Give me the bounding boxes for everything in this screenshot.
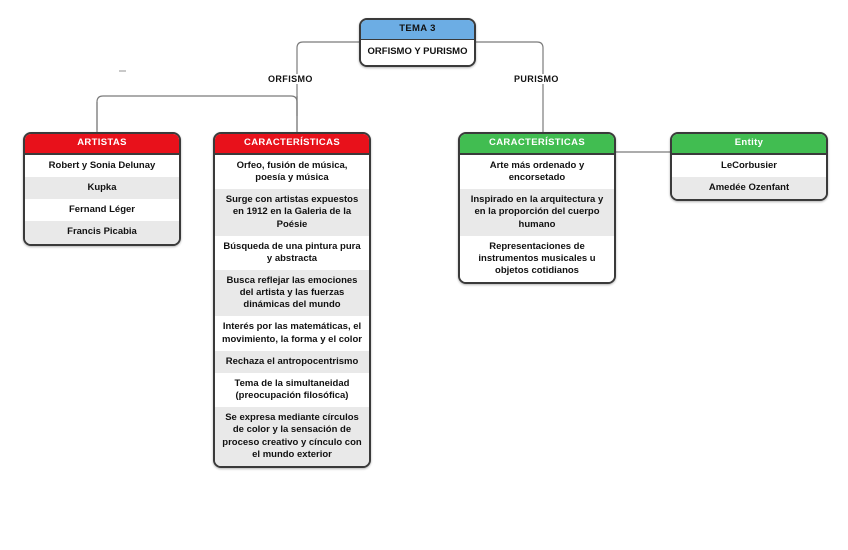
list-item: Tema de la simultaneidad (preocupación f… bbox=[215, 372, 369, 408]
list-item: Robert y Sonia Delunay bbox=[25, 154, 179, 178]
node-orfismo-caracteristicas-rows: Orfeo, fusión de música, poesía y música… bbox=[215, 154, 369, 466]
list-item: Arte más ordenado y encorsetado bbox=[460, 154, 614, 190]
node-tema-3-body-rows: ORFISMO Y PURISMO bbox=[361, 39, 474, 66]
list-item: LeCorbusier bbox=[672, 154, 826, 178]
list-item: Representaciones de instrumentos musical… bbox=[460, 235, 614, 283]
node-artistas-header: ARTISTAS bbox=[25, 134, 179, 155]
list-item: Kupka bbox=[25, 177, 179, 200]
list-item: Rechaza el antropocentrismo bbox=[215, 350, 369, 373]
list-item: Surge con artistas expuestos en 1912 en … bbox=[215, 189, 369, 236]
list-item: Amedée Ozenfant bbox=[672, 177, 826, 200]
node-entity-header: Entity bbox=[672, 134, 826, 155]
node-tema-3-body: ORFISMO Y PURISMO bbox=[361, 39, 474, 66]
list-item: Se expresa mediante círculos de color y … bbox=[215, 407, 369, 466]
list-item: Interés por las matemáticas, el movimien… bbox=[215, 316, 369, 351]
list-item: Francis Picabia bbox=[25, 221, 179, 244]
list-item: Búsqueda de una pintura pura y abstracta bbox=[215, 235, 369, 271]
node-orfismo-caracteristicas[interactable]: CARACTERÍSTICAS Orfeo, fusión de música,… bbox=[213, 132, 371, 468]
list-item: Busca reflejar las emociones del artista… bbox=[215, 270, 369, 317]
node-entity-rows: LeCorbusier Amedée Ozenfant bbox=[672, 154, 826, 200]
node-artistas-rows: Robert y Sonia Delunay Kupka Fernand Lég… bbox=[25, 154, 179, 244]
node-entity[interactable]: Entity LeCorbusier Amedée Ozenfant bbox=[670, 132, 828, 202]
node-purismo-caracteristicas-header: CARACTERÍSTICAS bbox=[460, 134, 614, 155]
scan-artifact bbox=[119, 70, 126, 72]
node-purismo-caracteristicas[interactable]: CARACTERÍSTICAS Arte más ordenado y enco… bbox=[458, 132, 616, 285]
node-tema-3-header: TEMA 3 bbox=[361, 20, 474, 40]
edge-label-orfismo: ORFISMO bbox=[265, 74, 316, 84]
list-item: Inspirado en la arquitectura y en la pro… bbox=[460, 189, 614, 236]
node-tema-3[interactable]: TEMA 3 ORFISMO Y PURISMO bbox=[359, 18, 476, 68]
node-purismo-caracteristicas-rows: Arte más ordenado y encorsetado Inspirad… bbox=[460, 154, 614, 283]
edge-label-purismo: PURISMO bbox=[511, 74, 562, 84]
list-item: Orfeo, fusión de música, poesía y música bbox=[215, 154, 369, 190]
node-artistas[interactable]: ARTISTAS Robert y Sonia Delunay Kupka Fe… bbox=[23, 132, 181, 246]
node-orfismo-caracteristicas-header: CARACTERÍSTICAS bbox=[215, 134, 369, 155]
list-item: Fernand Léger bbox=[25, 199, 179, 222]
